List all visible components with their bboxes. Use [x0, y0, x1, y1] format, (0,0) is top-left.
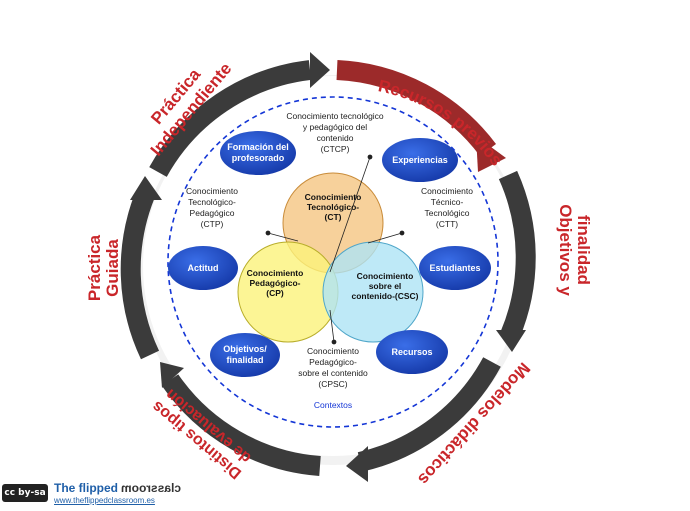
bubble-objetivos-line2: finalidad [226, 355, 263, 365]
ring-arc-bottom-right [357, 357, 501, 472]
annot-ctcp-2: y pedagógico del [303, 122, 367, 132]
pointer-ctt [367, 232, 403, 244]
bubble-actitud: Actitud [168, 246, 238, 290]
annot-cpsc-1: Conocimiento [307, 346, 359, 356]
annot-ctcp-1: Conocimiento tecnológico [286, 111, 384, 121]
brand-left: The flipped [54, 481, 118, 495]
bubble-formacion: Formación del profesorado [220, 131, 296, 175]
pointer-dot [331, 339, 337, 345]
contextos-label: Contextos [314, 400, 352, 410]
arrowhead-red [476, 136, 506, 172]
arrowhead-left [130, 176, 162, 200]
venn-ct-label-3: (CT) [325, 212, 342, 222]
cc-license-badge[interactable]: cc by-sa [2, 484, 48, 502]
pointer-dot [265, 230, 271, 236]
annot-cpsc-2: Pedagógico- [309, 357, 357, 367]
pointer-cpsc [329, 309, 335, 343]
ring-arc-left [120, 191, 160, 360]
bubble-experiencias: Experiencias [382, 138, 458, 182]
annot-ctt-3: Tecnológico [425, 208, 470, 218]
venn-csc-label-2: sobre el [369, 281, 402, 291]
annot-ctcp-3: contenido [317, 133, 354, 143]
bubble-estudiantes: Estudiantes [419, 246, 491, 290]
bubble-recursos-label: Recursos [391, 347, 432, 357]
pointer-ctp [267, 232, 299, 242]
bubble-estudiantes-label: Estudiantes [429, 263, 480, 273]
contextos-circle [167, 96, 499, 428]
bubble-experiencias-label: Experiencias [392, 155, 448, 165]
annot-cpsc-3: sobre el contenido [298, 368, 368, 378]
ring-arc-red [336, 60, 497, 157]
annot-cpsc-4: (CPSC) [318, 379, 347, 389]
venn-ct-label-2: Tecnológico- [307, 202, 359, 212]
arrowhead-bottom-left [160, 362, 184, 388]
bubble-formacion-line2: profesorado [232, 153, 285, 163]
ring-arc-right [498, 170, 536, 339]
venn-cp-label-3: (CP) [266, 288, 284, 298]
venn-csc-label-1: Conocimiento [357, 271, 414, 281]
arrowhead-right [496, 330, 526, 352]
venn-cp-label-2: Pedagógico- [249, 278, 300, 288]
brand-mirror: classroom [121, 481, 182, 495]
annot-ctp-3: Pedagógico [190, 208, 235, 218]
label-guiada-2: Guiada [103, 239, 122, 297]
venn-csc-circle [322, 241, 424, 343]
bubble-actitud-label: Actitud [188, 263, 219, 273]
bubble-formacion-line1: Formación del [227, 142, 289, 152]
label-guiada-1: Práctica [85, 234, 104, 301]
arrowhead-top [310, 52, 330, 88]
annot-ctcp-4: (CTCP) [321, 144, 350, 154]
pointer-dot [399, 230, 405, 236]
annot-ctt-2: Técnico- [431, 197, 464, 207]
venn-csc-label-3: contenido-(CSC) [351, 291, 418, 301]
annot-ctt-4: (CTT) [436, 219, 458, 229]
ring-arc-top-left [149, 60, 312, 177]
pointer-dot [367, 154, 373, 160]
footer-branding: cc by-sa The flipped classroom www.thefl… [2, 481, 242, 509]
arrowhead-bottom [346, 446, 368, 482]
bubble-objetivos-line1: Objetivos/ [223, 344, 267, 354]
pointer-ctcp [329, 156, 371, 273]
bubble-objetivos: Objetivos/ finalidad [210, 333, 280, 377]
ring-arc-bottom-left [161, 374, 321, 476]
annot-ctp-2: Tecnológico- [188, 197, 236, 207]
venn-ct-label-1: Conocimiento [305, 192, 362, 202]
label-objetivos-2: finalidad [574, 215, 593, 285]
brand-url-link[interactable]: www.theflippedclassroom.es [54, 496, 155, 505]
label-objetivos-1: Objetivos y [556, 204, 575, 296]
venn-cp-label-1: Conocimiento [247, 268, 304, 278]
annot-ctp-4: (CTP) [201, 219, 224, 229]
bubble-recursos: Recursos [376, 330, 448, 374]
annot-ctt-1: Conocimiento [421, 186, 473, 196]
annot-ctp-1: Conocimiento [186, 186, 238, 196]
brand-logo: The flipped classroom [54, 481, 181, 495]
